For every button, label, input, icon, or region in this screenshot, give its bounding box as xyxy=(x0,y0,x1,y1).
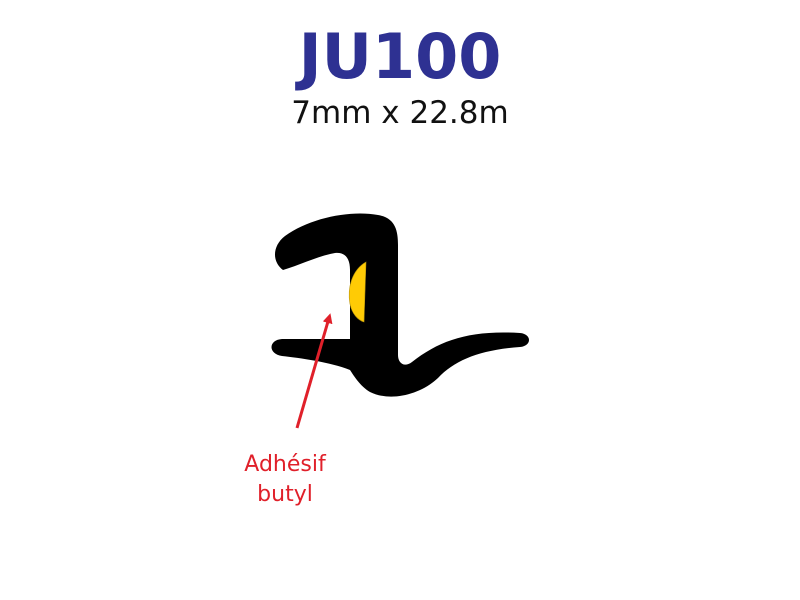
callout-arrow xyxy=(295,313,333,429)
product-code-title: JU100 xyxy=(298,20,502,93)
callout-line-1: Adhésif xyxy=(244,452,326,477)
product-dimensions: 7mm x 22.8m xyxy=(291,95,509,131)
adhesive-callout-label: Adhésif butyl xyxy=(220,450,350,510)
seal-profile-shape xyxy=(271,213,529,397)
callout-line-2: butyl xyxy=(257,482,313,507)
butyl-adhesive-strip xyxy=(348,261,367,323)
